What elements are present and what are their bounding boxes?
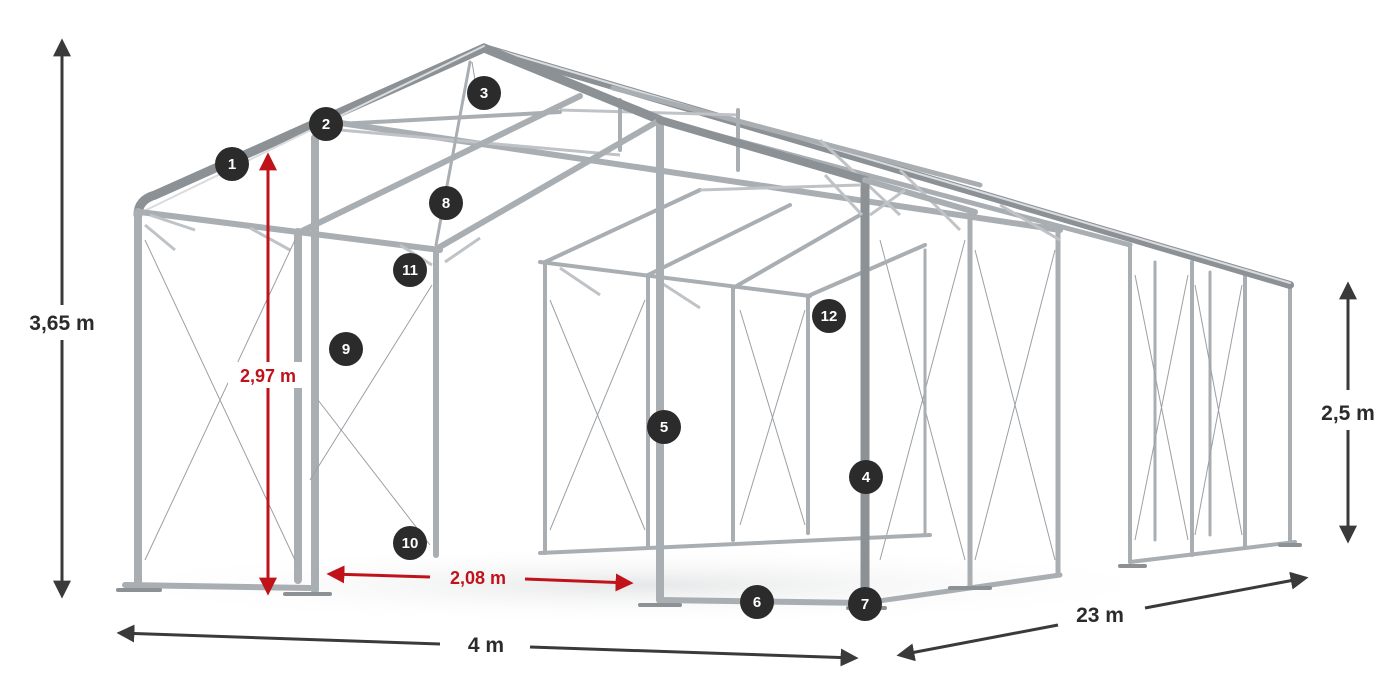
svg-text:4: 4 bbox=[862, 469, 871, 486]
svg-text:1: 1 bbox=[228, 156, 236, 173]
svg-text:2: 2 bbox=[322, 116, 330, 133]
badge-4: 4 bbox=[849, 460, 883, 494]
entrance-width-label: 2,08 m bbox=[450, 568, 506, 588]
entrance-height-label: 2,97 m bbox=[240, 366, 296, 386]
dimension-entrance-height: 2,97 m bbox=[228, 152, 310, 596]
badge-11: 11 bbox=[393, 253, 427, 287]
width-label: 4 m bbox=[468, 634, 504, 657]
height-side-label: 2,5 m bbox=[1321, 402, 1375, 425]
inner-frames bbox=[538, 188, 932, 555]
height-total-label: 3,65 m bbox=[29, 312, 94, 335]
svg-text:7: 7 bbox=[861, 596, 869, 613]
badge-7: 7 bbox=[848, 587, 882, 621]
dimension-height-total: 3,65 m bbox=[29, 38, 95, 599]
badge-1: 1 bbox=[215, 147, 249, 181]
svg-text:9: 9 bbox=[342, 341, 350, 358]
svg-text:12: 12 bbox=[821, 308, 838, 325]
badge-9: 9 bbox=[329, 332, 363, 366]
badge-3: 3 bbox=[467, 76, 501, 110]
front-gable bbox=[116, 43, 1302, 610]
dimension-length: 23 m bbox=[896, 571, 1309, 662]
part-badges: 1 2 3 4 5 6 7 8 9 10 11 12 bbox=[215, 76, 883, 621]
dimension-width: 4 m bbox=[116, 624, 859, 667]
svg-text:6: 6 bbox=[753, 594, 761, 611]
tent-frame bbox=[116, 43, 1302, 610]
length-label: 23 m bbox=[1076, 604, 1124, 627]
badge-5: 5 bbox=[647, 410, 681, 444]
dimension-height-side: 2,5 m bbox=[1321, 281, 1375, 544]
svg-text:11: 11 bbox=[402, 262, 418, 279]
badge-12: 12 bbox=[812, 299, 846, 333]
floor-shadow bbox=[80, 545, 1200, 625]
badge-10: 10 bbox=[393, 526, 427, 560]
badge-6: 6 bbox=[740, 585, 774, 619]
badge-8: 8 bbox=[429, 186, 463, 220]
svg-text:10: 10 bbox=[402, 535, 419, 552]
svg-text:5: 5 bbox=[660, 419, 668, 436]
svg-text:3: 3 bbox=[480, 85, 488, 102]
dimension-entrance-width: 2,08 m bbox=[326, 565, 634, 592]
badge-2: 2 bbox=[309, 107, 343, 141]
svg-text:8: 8 bbox=[442, 195, 450, 212]
